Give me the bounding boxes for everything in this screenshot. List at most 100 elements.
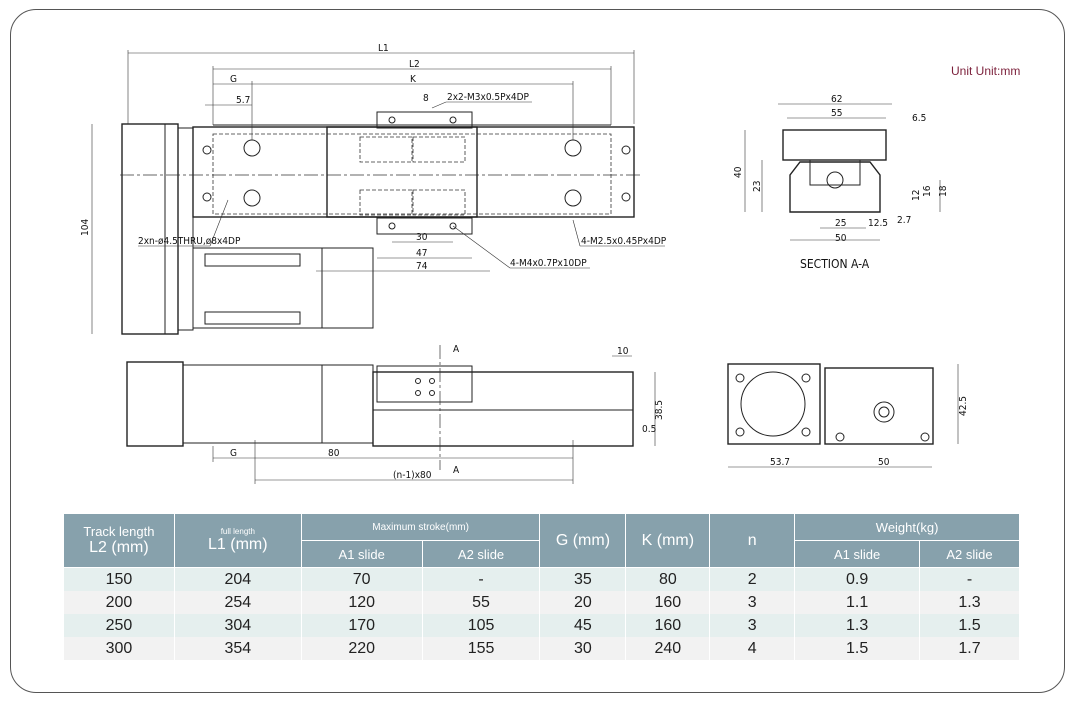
header-l2-label: L2 (mm)	[89, 539, 149, 556]
tap-side-label: 4-M2.5x0.45Px4DP	[581, 236, 667, 247]
holes-label: 2xn-ø4.5THRU,ø8x4DP	[138, 236, 241, 247]
cell-l1: 204	[173, 567, 302, 591]
header-full-length: full length L1 (mm)	[173, 513, 302, 568]
header-track-length-label: Track length	[83, 524, 155, 539]
tap-top-label: 2x2-M3x0.5Px4DP	[447, 92, 530, 103]
dim-23: 23	[752, 181, 763, 192]
cell-g: 45	[539, 614, 627, 637]
cell-k: 160	[625, 614, 711, 637]
header-l1-label: L1 (mm)	[208, 536, 268, 553]
technical-drawing: L1 L2 G K 5.7 8 2x2-M3x0.5Px4DP 2xn-ø4.5…	[80, 43, 969, 484]
dim-side-G: G	[230, 448, 237, 459]
dim-62: 62	[831, 94, 842, 105]
cell-k: 160	[625, 591, 711, 614]
cell-stroke-a2: -	[421, 567, 541, 591]
dim-53-7: 53.7	[770, 457, 790, 468]
cell-stroke-a2: 105	[421, 614, 541, 637]
dim-25: 25	[835, 218, 846, 229]
cell-weight-a1: 1.1	[794, 591, 921, 614]
header-max-stroke: Maximum stroke(mm)	[300, 513, 541, 541]
dim-2-7: 2.7	[897, 215, 911, 226]
cell-weight-a2: 1.3	[919, 591, 1020, 614]
dim-18: 18	[938, 185, 949, 197]
dim-K: K	[410, 74, 417, 85]
dim-42-5: 42.5	[958, 396, 969, 416]
motor-body	[121, 123, 179, 335]
end-view: 53.7 50 42.5	[727, 363, 969, 468]
cell-l2: 250	[63, 614, 175, 637]
section-a-a: 62 55 6.5 40 23 12 16 18 2.7 25 12.5 50 …	[733, 94, 949, 271]
header-n: n	[709, 513, 796, 568]
dim-12: 12	[911, 190, 922, 201]
cell-weight-a1: 0.9	[794, 567, 921, 591]
cell-k: 240	[625, 637, 711, 660]
side-view: A A 10 38.5 0.5 G 80 (n-1)x80	[126, 344, 665, 484]
cell-stroke-a1: 220	[300, 637, 423, 660]
section-marker-a-bottom: A	[453, 465, 460, 476]
cell-l2: 150	[63, 567, 175, 591]
cell-l2: 300	[63, 637, 175, 660]
dim-12-5: 12.5	[868, 218, 888, 229]
header-k: K (mm)	[625, 513, 711, 568]
dim-104: 104	[80, 219, 91, 236]
dim-6-5: 6.5	[912, 113, 926, 124]
header-stroke-a2: A2 slide	[421, 540, 541, 568]
cell-stroke-a2: 55	[421, 591, 541, 614]
cell-weight-a1: 1.5	[794, 637, 921, 660]
cell-stroke-a1: 120	[300, 591, 423, 614]
tap-slide-label: 4-M4x0.7Px10DP	[510, 258, 587, 269]
header-full-length-label: full length	[220, 527, 255, 536]
cell-g: 20	[539, 591, 627, 614]
dim-pitch: (n-1)x80	[393, 470, 432, 481]
dim-47: 47	[416, 248, 427, 259]
header-g: G (mm)	[539, 513, 627, 568]
section-marker-a-top: A	[453, 344, 460, 355]
cell-weight-a2: 1.7	[919, 637, 1020, 660]
cell-l1: 304	[173, 614, 302, 637]
header-weight-a2: A2 slide	[919, 540, 1020, 568]
cell-n: 3	[709, 591, 796, 614]
header-weight: Weight(kg)	[794, 513, 1020, 541]
cell-stroke-a2: 155	[421, 637, 541, 660]
dim-5-7: 5.7	[236, 95, 250, 106]
dim-L2: L2	[409, 59, 420, 70]
unit-label: Unit Unit:mm	[951, 64, 1021, 78]
section-title: SECTION A-A	[800, 257, 870, 271]
top-view: L1 L2 G K 5.7 8 2x2-M3x0.5Px4DP 2xn-ø4.5…	[80, 43, 667, 335]
cell-stroke-a1: 170	[300, 614, 423, 637]
dim-40: 40	[733, 166, 744, 178]
page-frame	[10, 9, 1065, 693]
dim-G: G	[230, 74, 237, 85]
cell-weight-a2: 1.5	[919, 614, 1020, 637]
cell-l1: 254	[173, 591, 302, 614]
dim-38-5: 38.5	[654, 400, 665, 420]
slide-block	[326, 126, 478, 218]
cell-l2: 200	[63, 591, 175, 614]
header-stroke-a1: A1 slide	[300, 540, 423, 568]
dim-74: 74	[416, 261, 428, 272]
cell-l1: 354	[173, 637, 302, 660]
cell-n: 2	[709, 567, 796, 591]
dim-55: 55	[831, 108, 842, 119]
cell-k: 80	[625, 567, 711, 591]
dim-50: 50	[835, 233, 847, 244]
spec-table: Track length L2 (mm) full length L1 (mm)…	[63, 513, 1020, 660]
dim-30: 30	[416, 232, 428, 243]
cell-n: 3	[709, 614, 796, 637]
cell-weight-a1: 1.3	[794, 614, 921, 637]
dim-L1: L1	[378, 43, 389, 54]
cell-stroke-a1: 70	[300, 567, 423, 591]
dim-10: 10	[617, 346, 629, 357]
dim-8: 8	[423, 93, 429, 104]
header-weight-a1: A1 slide	[794, 540, 921, 568]
dim-side-80: 80	[328, 448, 340, 459]
cell-weight-a2: -	[919, 567, 1020, 591]
dim-end-50: 50	[878, 457, 890, 468]
header-track-length: Track length L2 (mm)	[63, 513, 175, 568]
cell-g: 35	[539, 567, 627, 591]
dim-16: 16	[922, 185, 933, 197]
